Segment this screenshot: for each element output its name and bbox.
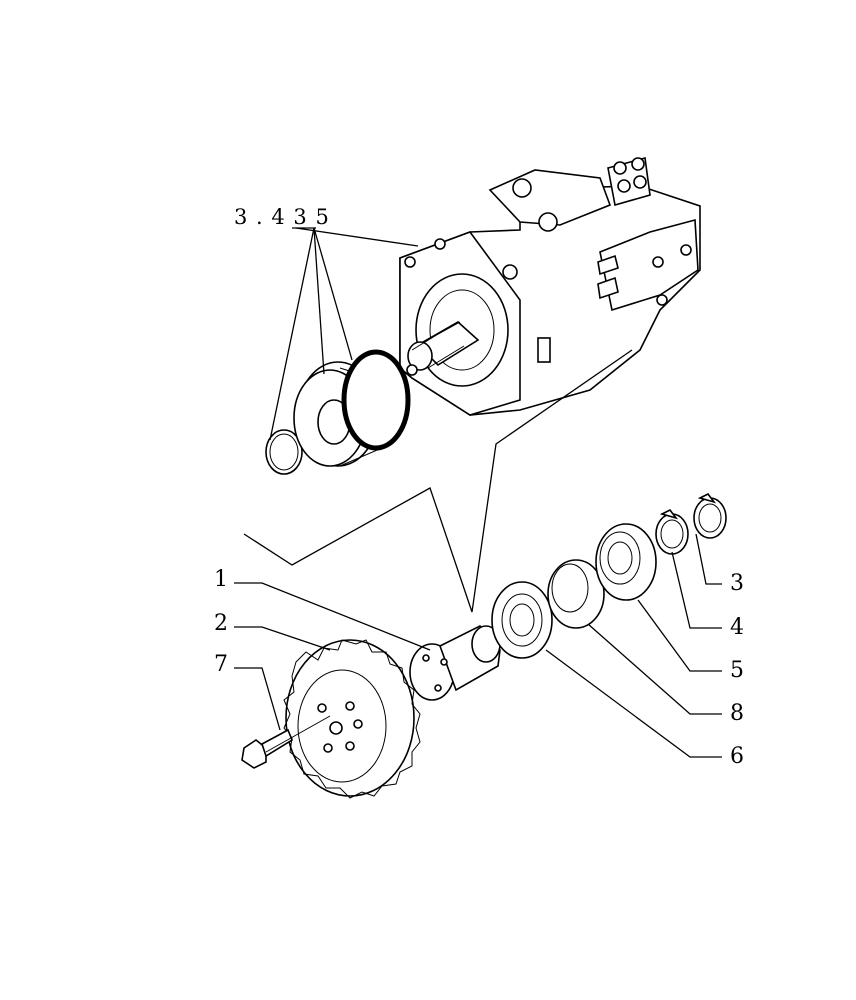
bearing-5 bbox=[595, 523, 657, 601]
callout-6: 6 bbox=[730, 744, 744, 769]
circlip-3 bbox=[693, 492, 727, 539]
reference-leaders bbox=[269, 227, 419, 441]
o-ring-large bbox=[341, 349, 411, 451]
callout-5: 5 bbox=[730, 658, 744, 683]
hydraulic-pump-illustration bbox=[399, 156, 701, 416]
bolt bbox=[241, 715, 331, 769]
hub-shaft bbox=[409, 625, 501, 701]
o-ring-small bbox=[265, 429, 303, 475]
circlip-4 bbox=[655, 508, 689, 555]
callout-leaders bbox=[234, 533, 722, 758]
seal-group bbox=[265, 349, 411, 475]
callout-4: 4 bbox=[730, 615, 744, 640]
callout-1: 1 bbox=[214, 567, 228, 592]
gear-sprocket bbox=[283, 639, 421, 799]
reference-label: 3 . 4 3 5 bbox=[234, 205, 330, 229]
callout-2: 2 bbox=[214, 611, 228, 636]
spacer-ring-8 bbox=[547, 559, 605, 629]
bearing-6 bbox=[491, 581, 553, 659]
explosion-axis bbox=[243, 349, 633, 613]
callout-3: 3 bbox=[730, 571, 744, 596]
callout-8: 8 bbox=[730, 701, 744, 726]
callout-7: 7 bbox=[214, 652, 228, 677]
